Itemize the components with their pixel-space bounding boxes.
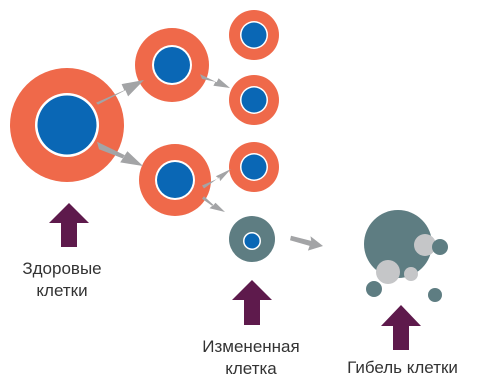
marker-arrows xyxy=(49,203,421,350)
arrow-daughter-to-cell1-icon xyxy=(200,74,230,88)
cell-death-label: Гибель клетки xyxy=(328,357,477,379)
healthy-cells-label: Здоровые клетки xyxy=(0,258,124,302)
arrow-healthy-to-daughter-top-icon xyxy=(96,80,144,105)
altered-cell xyxy=(229,216,275,262)
arrow-altered-to-death-icon xyxy=(290,235,323,251)
altered-cell-label: Измененная клетка xyxy=(180,336,322,380)
daughter-cell-bottom xyxy=(139,144,211,216)
healthy-cell-large xyxy=(10,68,124,182)
arrow-daughter-to-cell3-icon xyxy=(202,169,231,189)
altered-cell-label-line2: клетка xyxy=(225,359,277,378)
arrow-healthy-to-daughter-bottom-icon xyxy=(97,141,143,166)
healthy-cells-label-line2: клетки xyxy=(36,281,88,300)
arrow-daughter-to-altered-icon xyxy=(202,196,225,212)
death-marker-arrow-icon xyxy=(381,305,421,350)
granddaughter-cell-3 xyxy=(229,142,279,192)
altered-cell-label-line1: Измененная xyxy=(202,337,300,356)
process-arrows xyxy=(96,74,323,251)
healthy-marker-arrow-icon xyxy=(49,203,89,247)
granddaughter-cell-1 xyxy=(229,10,279,60)
daughter-cell-top xyxy=(135,28,209,102)
granddaughter-cell-2 xyxy=(229,75,279,125)
healthy-cells-label-line1: Здоровые xyxy=(22,259,102,278)
cell-death-fragments xyxy=(364,210,448,302)
cell-death-label-line1: Гибель клетки xyxy=(347,358,458,377)
altered-marker-arrow-icon xyxy=(232,280,272,325)
